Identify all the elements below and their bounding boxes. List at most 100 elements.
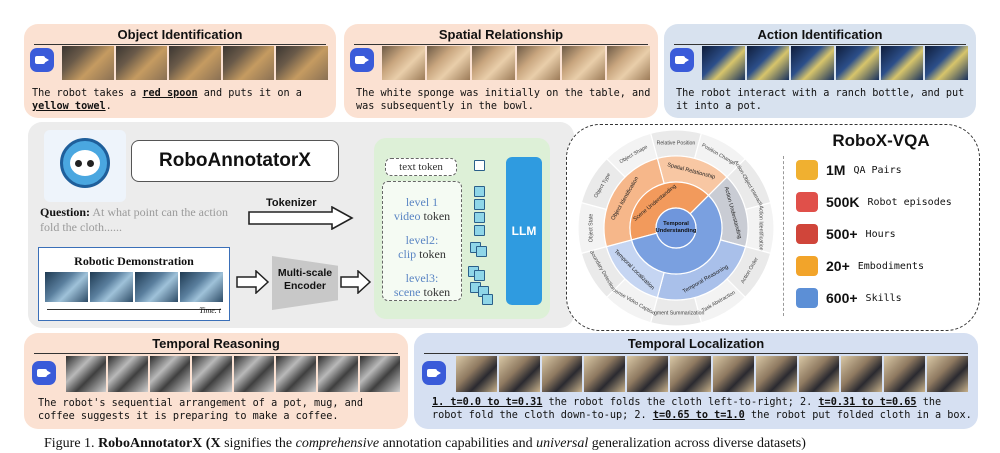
level-label: level3:	[405, 271, 439, 285]
question-text: Question: At what point can the action f…	[40, 205, 240, 235]
wheel-center	[655, 207, 697, 249]
panel-caption: 1. t=0.0 to t=0.31 the robot folds the c…	[432, 396, 972, 422]
video-frame	[108, 356, 148, 392]
stat-number: 1M	[826, 162, 846, 178]
video-frame	[841, 356, 883, 392]
video-frame	[607, 46, 650, 80]
video-frame	[150, 356, 190, 392]
token-cube	[474, 225, 485, 236]
video-camera-icon	[670, 48, 694, 72]
panel-title: Temporal Localization	[627, 336, 765, 351]
stat-label: QA Pairs	[853, 164, 902, 176]
video-frame	[276, 46, 328, 80]
wheel-center-label: Understanding	[656, 228, 697, 234]
llm-block: LLM	[506, 157, 542, 305]
object-identification-panel: Object Identification The robot takes a …	[24, 24, 336, 118]
video-frame	[712, 356, 754, 392]
video-frame	[115, 46, 168, 80]
action-identification-panel: Action Identification The robot interact…	[664, 24, 976, 118]
video-frame	[670, 356, 711, 392]
level-suffix: token	[420, 285, 451, 299]
video-frame	[222, 46, 275, 80]
video-frame	[927, 356, 968, 392]
token-cube	[476, 246, 487, 257]
episodes-icon	[796, 192, 818, 212]
video-frame	[791, 46, 835, 80]
multiscale-encoder-shape	[272, 256, 338, 310]
level2-clip-token: level2:clip token	[385, 233, 459, 261]
mascot-eye	[87, 160, 94, 167]
outer-segment-label: Relative Position	[657, 140, 696, 146]
level-kind: scene	[393, 285, 421, 299]
temporal-reasoning-panel: Temporal Reasoning The robot's sequentia…	[24, 333, 408, 429]
video-frame	[66, 356, 106, 392]
stat-row: 20+Embodiments	[796, 254, 924, 278]
video-frame-strip	[382, 46, 650, 80]
question-label: Question:	[40, 205, 91, 219]
token-cube	[474, 186, 485, 197]
video-frame	[798, 356, 840, 392]
temporal-localization-panel: Temporal Localization 1. t=0.0 to t=0.31…	[414, 333, 978, 429]
video-frame	[45, 272, 88, 302]
title-divider	[674, 44, 966, 45]
caption-text: .	[105, 101, 112, 112]
panel-caption: The robot takes a red spoon and puts it …	[32, 87, 332, 113]
level-suffix: token	[420, 209, 451, 223]
skills-icon	[796, 288, 818, 308]
level-label: level 1	[405, 195, 439, 209]
demo-title: Robotic Demonstration	[74, 254, 194, 268]
caption-text: the robot put folded cloth in a box.	[744, 410, 972, 421]
video-frame-strip	[456, 356, 968, 392]
video-frame	[884, 356, 926, 392]
video-frame	[360, 356, 400, 392]
title-divider	[34, 353, 398, 354]
video-frame	[62, 46, 114, 80]
video-frame	[382, 46, 425, 80]
title-divider	[354, 44, 648, 45]
caption-highlight: t=0.31 to t=0.65	[818, 397, 917, 408]
caption-highlight: yellow towel	[32, 101, 106, 112]
caption-text: signifies the	[220, 436, 296, 451]
video-frame	[318, 356, 358, 392]
outer-segment-label: Object State	[588, 214, 594, 243]
caption-bold: RoboAnnotatorX (X	[98, 436, 221, 451]
mascot-face	[60, 138, 110, 188]
stat-number: 500+	[826, 226, 858, 242]
title-divider	[424, 353, 968, 354]
panel-caption: The robot's sequential arrangement of a …	[38, 398, 364, 422]
video-frame-strip	[62, 46, 328, 80]
demo-frame-strip	[45, 272, 223, 302]
video-frame-strip	[702, 46, 968, 80]
caption-text: and puts it on a	[197, 88, 302, 99]
stat-row: 600+ Skills	[796, 286, 902, 310]
stat-number: 600+	[826, 290, 858, 306]
caption-highlight: red spoon	[142, 88, 198, 99]
caption-text: the robot folds the cloth left-to-right;…	[542, 397, 819, 408]
figure-caption: Figure 1. RoboAnnotatorX (X signifies th…	[44, 436, 806, 452]
encoder-label: Multi-scale Encoder	[277, 267, 333, 292]
wheel-center-label: Temporal	[663, 221, 689, 227]
video-camera-icon	[422, 361, 446, 385]
panel-title: Spatial Relationship	[438, 27, 564, 42]
video-frame	[180, 272, 223, 302]
video-frame	[135, 272, 178, 302]
outer-segment-label: Segment Summarization	[648, 310, 705, 316]
video-camera-icon	[32, 361, 56, 385]
roboannotatorx-logo: RoboAnnotatorX	[131, 140, 339, 182]
video-frame	[427, 46, 470, 80]
caption-highlight: 1. t=0.0 to t=0.31	[432, 397, 543, 408]
video-frame	[192, 356, 232, 392]
panel-caption: The white sponge was initially on the ta…	[356, 88, 651, 112]
level-kind: video	[393, 209, 421, 223]
video-frame	[562, 46, 605, 80]
stat-label: Skills	[865, 292, 902, 304]
video-frame	[836, 46, 879, 80]
video-frame	[517, 46, 560, 80]
caption-highlight: t=0.65 to t=1.0	[652, 410, 745, 421]
tokenizer-label: Tokenizer	[266, 197, 317, 209]
level3-scene-token: level3:scene token	[385, 271, 459, 299]
